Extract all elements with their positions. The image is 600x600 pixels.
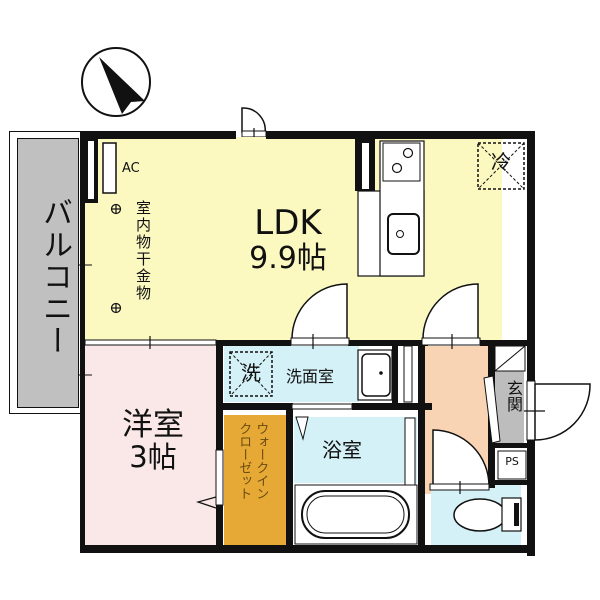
entrance-door bbox=[524, 380, 591, 441]
wall-western-right bbox=[216, 340, 223, 553]
closet-label-right: ウォークイン bbox=[253, 422, 269, 500]
pipe-space-box bbox=[497, 450, 527, 480]
stove-burner-icon bbox=[402, 147, 414, 159]
wall-wash-top-2 bbox=[348, 340, 418, 346]
window-icon bbox=[88, 141, 94, 199]
wall-ps-top bbox=[494, 443, 529, 448]
bathtub-icon bbox=[294, 484, 418, 545]
wall-wash-top bbox=[216, 340, 291, 346]
balcony-label: バルコニー bbox=[37, 197, 72, 357]
toilet-icon bbox=[453, 497, 522, 532]
top-small-door bbox=[241, 107, 267, 142]
balcony: バルコニー bbox=[17, 138, 79, 408]
wall-toilet-top bbox=[488, 480, 535, 485]
washroom-label: 洗面室 bbox=[286, 367, 335, 386]
room-western bbox=[85, 344, 219, 546]
kitchen-counter bbox=[357, 140, 425, 277]
western-room-name: 洋室 bbox=[122, 407, 184, 443]
washer-space-icon bbox=[229, 351, 273, 397]
wash-basin-icon bbox=[357, 345, 413, 403]
room-bathroom bbox=[294, 417, 417, 483]
wall-closet-right bbox=[286, 403, 293, 553]
stove-burner-icon bbox=[391, 162, 403, 174]
closet-label-left: クローゼット bbox=[236, 422, 252, 500]
wall-bath-right bbox=[418, 340, 425, 553]
toilet-door bbox=[429, 429, 490, 494]
ldk-size: 9.9帖 bbox=[249, 241, 327, 277]
western-room-size: 3帖 bbox=[129, 440, 177, 475]
wall-top-2 bbox=[266, 131, 535, 139]
bathroom-label: 浴室 bbox=[322, 438, 362, 462]
washer-label: 洗 bbox=[241, 361, 261, 385]
ac-unit-icon bbox=[102, 142, 117, 194]
drying-hardware-label: 室内物干金物 bbox=[134, 200, 152, 302]
wall-wash-bottom bbox=[216, 403, 292, 410]
wall-wash-mid bbox=[392, 340, 398, 410]
kitchen-window-icon bbox=[362, 143, 369, 189]
drying-hardware-icon bbox=[110, 203, 122, 314]
ldk-label: LDK 9.9帖 bbox=[228, 203, 348, 277]
wall-top bbox=[80, 131, 236, 139]
room-washroom bbox=[224, 346, 359, 402]
closet-door bbox=[215, 449, 224, 506]
pipe-space-label: PS bbox=[505, 455, 519, 468]
hallway-door bbox=[421, 283, 481, 349]
ldk-name: LDK bbox=[254, 203, 322, 243]
washroom-door bbox=[290, 283, 350, 349]
entrance-label: 玄関 bbox=[504, 380, 523, 412]
wall-hall-top-2 bbox=[480, 340, 535, 346]
fridge-space-icon bbox=[477, 142, 525, 190]
north-arrow-icon bbox=[81, 47, 151, 117]
fridge-label: 冷 bbox=[491, 150, 511, 174]
bathroom-door bbox=[291, 403, 353, 410]
wall-bottom bbox=[80, 545, 535, 553]
western-room-label: 洋室 3帖 bbox=[98, 408, 208, 474]
room-walk-in-closet bbox=[224, 415, 286, 545]
ac-label: AC bbox=[122, 161, 140, 176]
